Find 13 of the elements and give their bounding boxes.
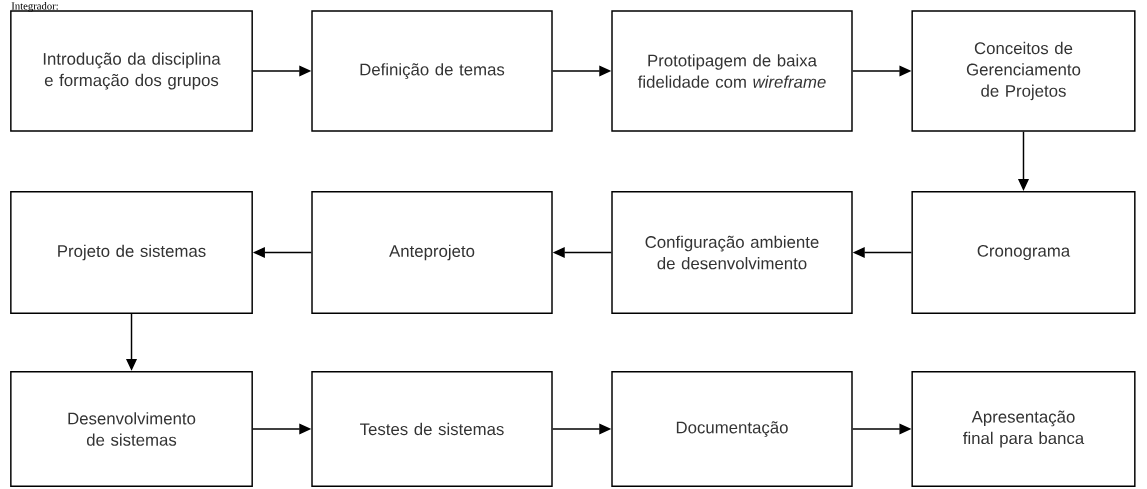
process-box: Apresentação final para banca <box>911 370 1136 488</box>
caption-text: Integrador: <box>11 2 58 12</box>
process-box: Definição de temas <box>311 10 553 132</box>
process-box: Introdução da disciplina e formação dos grupos <box>10 10 253 132</box>
process-box: Documentação <box>611 370 853 488</box>
process-box: Conceitos de Gerenciamento de Projetos <box>911 10 1136 132</box>
process-box: Desenvolvimento de sistemas <box>10 370 253 488</box>
process-box: Cronograma <box>911 191 1136 314</box>
process-box: Projeto de sistemas <box>10 191 253 314</box>
process-box: Testes de sistemas <box>311 370 553 488</box>
process-box: Anteprojeto <box>311 191 553 314</box>
process-box: Prototipagem de baixa fidelidade com wireframe <box>611 10 853 132</box>
process-box: Configuração ambiente de desenvolvimento <box>611 191 853 314</box>
